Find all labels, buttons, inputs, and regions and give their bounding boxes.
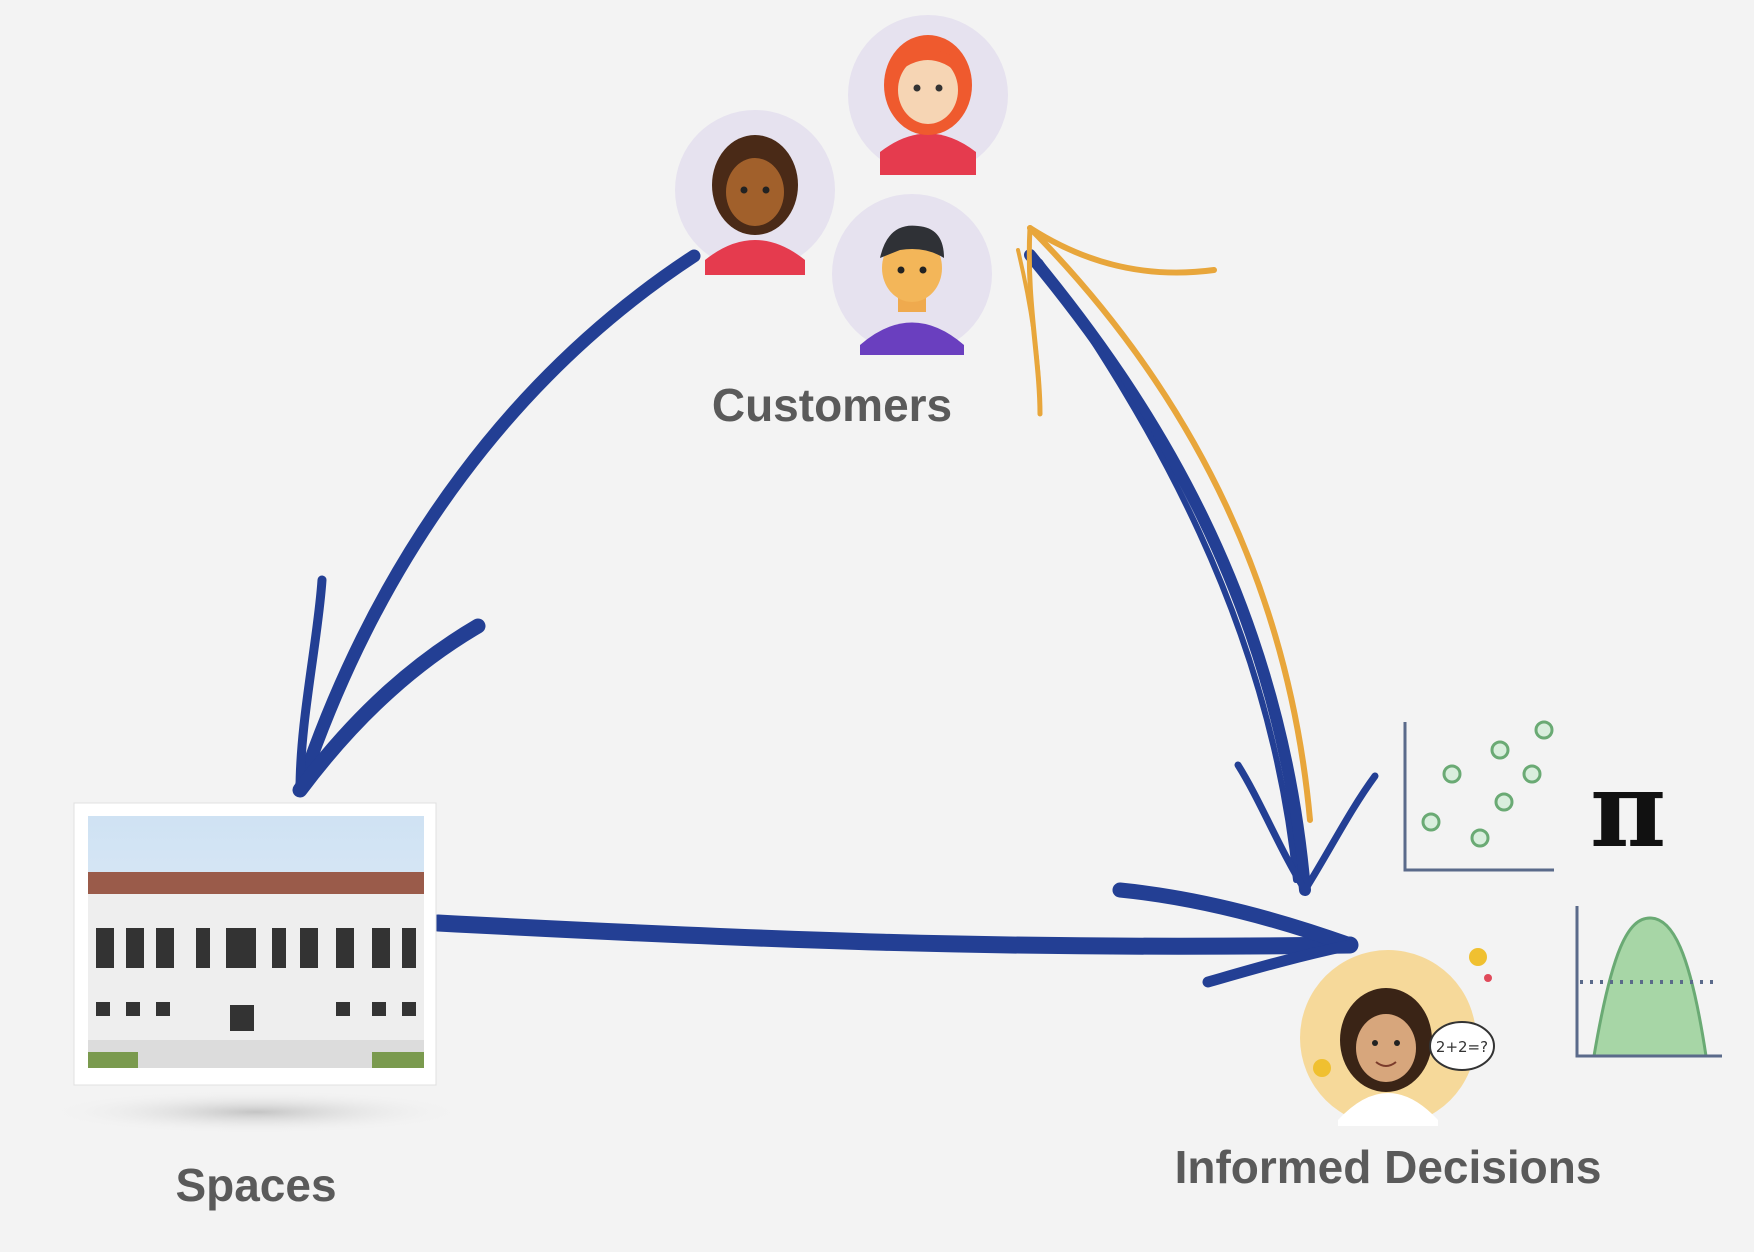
avatar-woman-dark-hair-icon [675,110,835,275]
speech-bubble-text: 2+2=? [1436,1038,1488,1056]
informed-decisions-label: Informed Decisions [1174,1141,1602,1193]
arrow-customers-to-spaces [292,249,701,798]
thinking-person-icon: 2+2=? [1300,948,1495,1126]
pi-icon: π [1590,748,1667,871]
arrow-feedback-decisions-to-customers [1016,225,1313,823]
building-windows [96,928,416,1031]
scatter-plot-icon [1403,720,1554,872]
customers-label: Customers [711,379,953,431]
avatar-man-icon [832,194,992,355]
spaces-label: Spaces [175,1159,337,1211]
spaces-photo [46,802,466,1134]
customers-icon-group [675,15,1008,355]
arrow-spaces-to-decisions [429,882,1359,988]
avatar-woman-red-hair-icon [848,15,1008,175]
distribution-icon [1575,906,1722,1058]
arrow-customers-to-decisions [1024,249,1379,896]
speech-bubble: 2+2=? [1429,1021,1495,1071]
